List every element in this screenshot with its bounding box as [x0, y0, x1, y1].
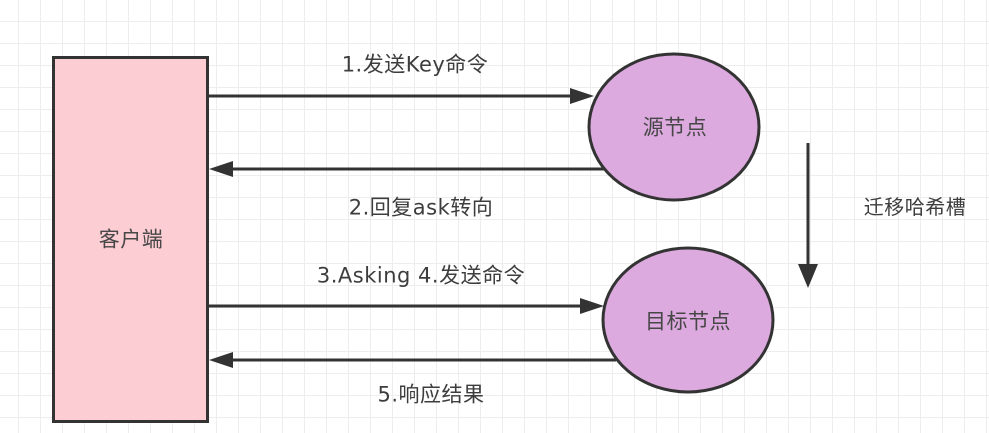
edge-reply-ask-arrow	[209, 161, 604, 177]
edge-label-respond-result: 5.响应结果	[377, 382, 485, 407]
arrowhead-right-icon	[580, 298, 604, 314]
client-node-shape	[52, 56, 209, 423]
arrowhead-right-icon	[570, 88, 594, 104]
arrowhead-left-icon	[209, 352, 233, 368]
client-node-label: 客户端	[98, 227, 164, 252]
edge-label-send-key: 1.发送Key命令	[341, 52, 489, 77]
edge-label-migrate-slot: 迁移哈希槽	[863, 195, 967, 219]
arrowhead-left-icon	[209, 161, 233, 177]
arrowhead-down-icon	[798, 264, 818, 288]
edge-asking-send-arrow	[209, 298, 604, 314]
edge-send-key-arrow	[209, 88, 594, 104]
target-node-label: 目标节点	[645, 309, 731, 334]
edge-respond-result-arrow	[209, 352, 616, 368]
edge-label-asking-send: 3.Asking 4.发送命令	[316, 263, 526, 288]
target-node-shape	[601, 246, 775, 394]
source-node-label: 源节点	[642, 115, 708, 140]
edge-label-reply-ask: 2.回复ask转向	[348, 195, 494, 220]
source-node-shape	[587, 52, 761, 202]
edge-migrate-slot-arrow	[798, 143, 818, 288]
